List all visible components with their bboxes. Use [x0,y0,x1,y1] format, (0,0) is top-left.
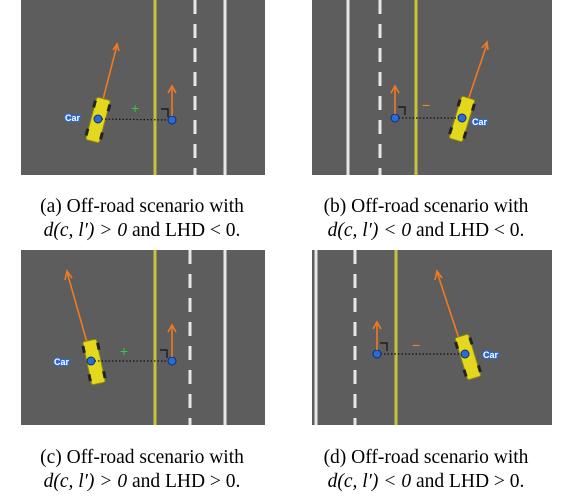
right-angle-marker [380,342,388,351]
car-point [93,114,103,124]
caption-line: (a) Off-road scenario with [40,196,244,217]
panel-c: Car + [21,250,265,425]
car-point [457,113,467,123]
caption-line: (d) Off-road scenario with [323,447,529,468]
car-label: Car [472,117,488,127]
caption-math: d(c, l′) > 0 [43,471,128,492]
lane-direction-arrow-head [167,323,177,333]
panel-a: Car + [21,0,265,175]
caption-condition: d(c, l′) > 0 and LHD > 0. [0,470,284,494]
car-label: Car [54,357,70,367]
road-surface [21,0,265,175]
sign-indicator: + [120,343,128,359]
caption-rest: and LHD > 0. [127,471,241,492]
caption-math: d(c, l′) > 0 [43,220,128,241]
lane-direction-arrow-head [167,84,177,94]
lane-point [167,356,177,366]
caption-c: (c) Off-road scenario with d(c, l′) > 0 … [0,446,284,494]
car-point [460,349,470,359]
panel-b: Car − [312,0,552,175]
caption-rest: and LHD < 0. [127,220,241,241]
caption-line: (c) Off-road scenario with [40,447,244,468]
caption-line: (b) Off-road scenario with [323,196,529,217]
lane-direction-arrow-head [372,320,382,330]
caption-a: (a) Off-road scenario with d(c, l′) > 0 … [0,195,284,243]
road-surface [21,250,265,425]
panel-b-scene: Car − [312,0,552,175]
road-surface [312,250,552,425]
lane-point [390,113,400,123]
caption-condition: d(c, l′) < 0 and LHD < 0. [284,219,568,243]
car-label: Car [483,350,499,360]
heading-arrow-head [481,40,489,51]
right-angle-marker [160,349,168,358]
heading-arrow-head [112,42,120,52]
lane-point [372,349,382,359]
heading-arrow-head [64,269,73,281]
sign-indicator: − [412,337,420,353]
right-angle-marker [398,106,406,115]
caption-math: d(c, l′) < 0 [327,471,412,492]
caption-condition: d(c, l′) < 0 and LHD > 0. [284,470,568,494]
caption-condition: d(c, l′) > 0 and LHD < 0. [0,219,284,243]
sign-indicator: − [422,97,430,113]
right-angle-marker [161,108,169,117]
lane-point [167,115,177,125]
sign-indicator: + [131,100,139,116]
car-point [86,356,96,366]
caption-math: d(c, l′) < 0 [327,220,412,241]
caption-d: (d) Off-road scenario with d(c, l′) < 0 … [284,446,568,494]
heading-arrow-head [434,269,443,281]
caption-rest: and LHD < 0. [411,220,525,241]
road-surface [312,0,552,175]
caption-b: (b) Off-road scenario with d(c, l′) < 0 … [284,195,568,243]
car-label: Car [65,113,81,123]
panel-c-scene: Car + [21,250,265,425]
lane-direction-arrow-head [390,84,400,94]
caption-rest: and LHD > 0. [411,471,525,492]
panel-d-scene: Car − [312,250,552,425]
panel-a-scene: Car + [21,0,265,175]
panel-d: Car − [312,250,552,425]
